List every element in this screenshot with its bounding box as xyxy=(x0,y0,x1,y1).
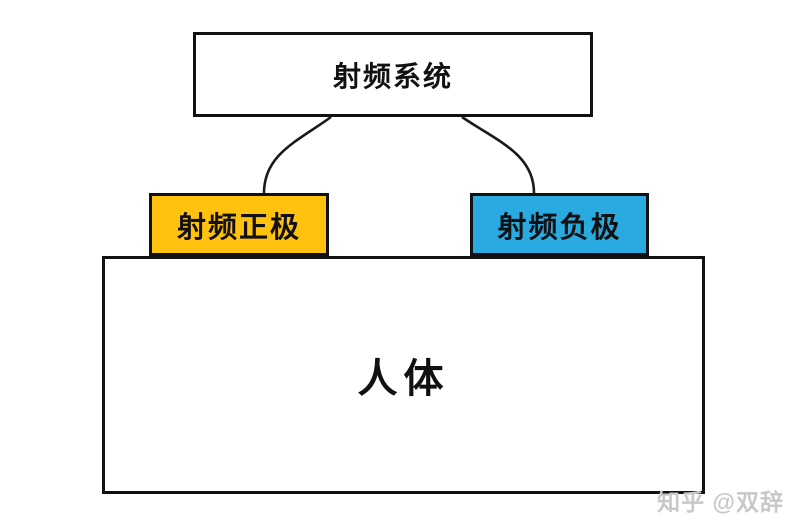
human-body-box: 人体 xyxy=(102,256,705,494)
human-body-label: 人体 xyxy=(357,357,450,401)
rf-system-label: 射频系统 xyxy=(332,60,453,92)
rf-negative-electrode-label: 射频负极 xyxy=(497,211,622,244)
rf-positive-electrode-box: 射频正极 xyxy=(149,193,329,256)
connector-right-curve xyxy=(461,115,536,194)
zhihu-watermark: 知乎 @双辞 xyxy=(657,489,784,515)
rf-positive-electrode-label: 射频正极 xyxy=(176,211,301,244)
rf-system-box: 射频系统 xyxy=(193,32,593,117)
connector-left-curve xyxy=(262,115,332,194)
rf-negative-electrode-box: 射频负极 xyxy=(470,193,649,256)
